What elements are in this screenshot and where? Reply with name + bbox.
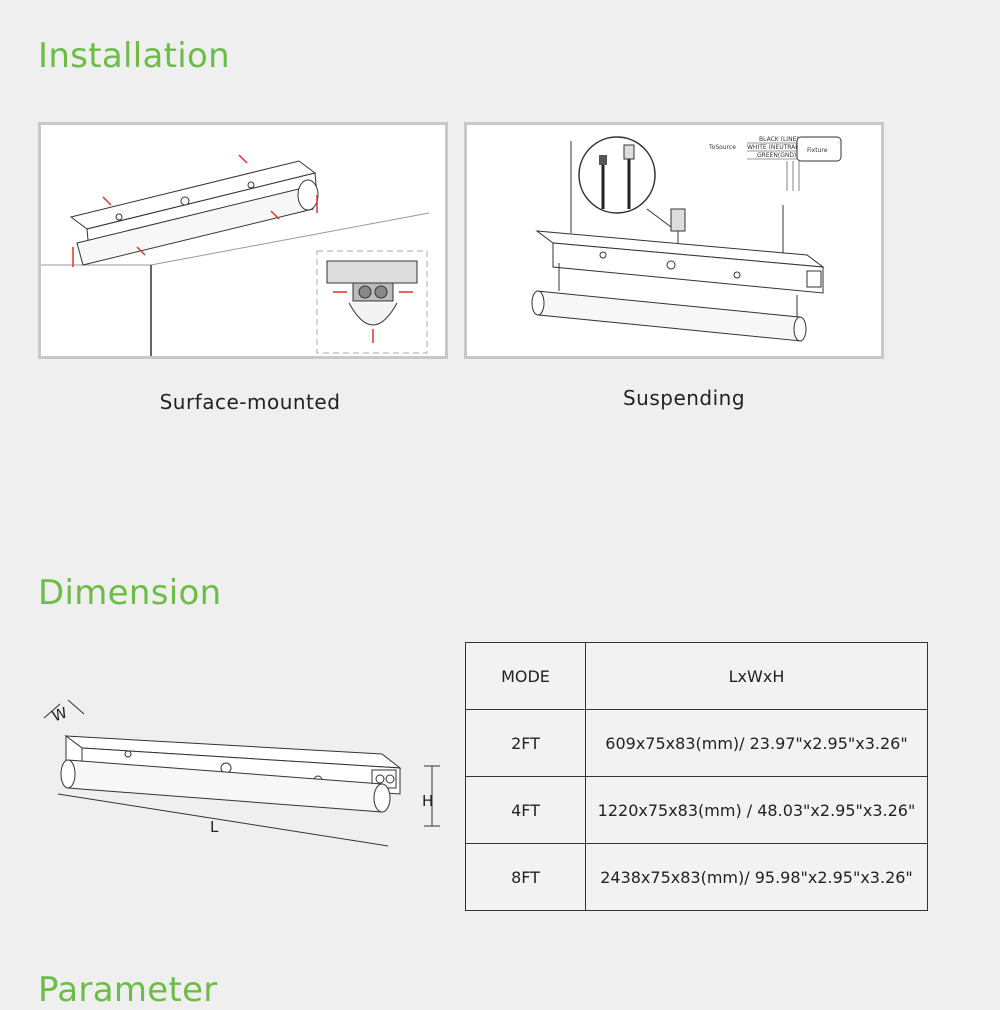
wiring-black-label: BLACK (LINE) (759, 136, 799, 143)
table-cell-size: 2438x75x83(mm)/ 95.98"x2.95"x3.26" (585, 843, 928, 911)
table-header-row: MODE LxWxH (465, 642, 928, 710)
suspending-diagram: ToSource BLACK (LINE) WHITE (NEUTRAL) GR… (464, 122, 884, 359)
surface-mounted-diagram (38, 122, 448, 359)
suspending-caption: Suspending (622, 386, 746, 410)
dimension-heading: Dimension (38, 573, 222, 613)
surface-mounted-drawing (41, 154, 430, 356)
table-cell-mode: 4FT (465, 776, 586, 844)
dimension-drawing: W L H (43, 699, 440, 847)
table-header-mode: MODE (465, 642, 586, 710)
surface-mounted-caption: Surface-mounted (159, 390, 341, 414)
suspending-drawing: ToSource BLACK (LINE) WHITE (NEUTRAL) GR… (531, 136, 842, 342)
dimension-w-label: W (50, 703, 70, 725)
table-cell-mode: 2FT (465, 709, 586, 777)
wiring-white-label: WHITE (NEUTRAL) (747, 144, 801, 151)
table-cell-mode: 8FT (465, 843, 586, 911)
dimension-table: MODE LxWxH 2FT 609x75x83(mm)/ 23.97"x2.9… (465, 642, 928, 911)
table-header-lxwxh: LxWxH (585, 642, 928, 710)
wiring-green-label: GREEN(GND) (757, 152, 796, 159)
table-cell-size: 1220x75x83(mm) / 48.03"x2.95"x3.26" (585, 776, 928, 844)
table-row: 8FT 2438x75x83(mm)/ 95.98"x2.95"x3.26" (465, 843, 928, 911)
table-cell-size: 609x75x83(mm)/ 23.97"x2.95"x3.26" (585, 709, 928, 777)
table-row: 2FT 609x75x83(mm)/ 23.97"x2.95"x3.26" (465, 709, 928, 777)
installation-heading: Installation (38, 36, 230, 76)
dimension-h-label: H (422, 792, 433, 810)
dimension-l-label: L (210, 818, 219, 836)
parameter-heading: Parameter (38, 970, 218, 1010)
wiring-to-source-label: ToSource (708, 144, 736, 151)
table-row: 4FT 1220x75x83(mm) / 48.03"x2.95"x3.26" (465, 776, 928, 844)
wiring-fixture-label: Fixture (807, 147, 828, 154)
